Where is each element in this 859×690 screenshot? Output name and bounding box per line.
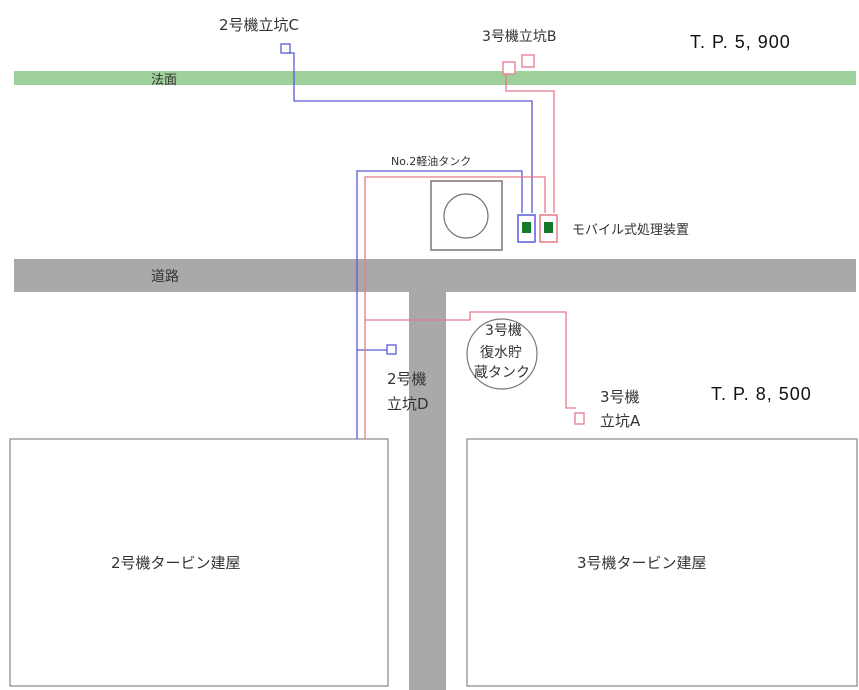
blue-pipe-network bbox=[287, 52, 533, 439]
red-pipe-shaft-b bbox=[505, 69, 555, 213]
shaft-2d-marker bbox=[386, 344, 397, 355]
label-shaft-3a-2: 立坑A bbox=[600, 412, 641, 430]
label-condensate-tank-2: 復水貯 bbox=[480, 344, 522, 361]
label-tp-lower: T. P. 8, 500 bbox=[711, 384, 812, 404]
label-condensate-tank-3: 蔵タンク bbox=[474, 365, 530, 381]
label-shaft-2d-1: 2号機 bbox=[387, 370, 427, 388]
label-shaft-3b: 3号機立坑B bbox=[482, 29, 557, 45]
label-slope: 法面 bbox=[151, 73, 177, 88]
diesel-tank-circle bbox=[443, 193, 489, 239]
label-condensate-tank-1: 3号機 bbox=[485, 323, 522, 339]
red-pipe-network bbox=[364, 69, 576, 439]
shaft-3b-marker-upper bbox=[521, 54, 535, 68]
slope-band bbox=[14, 71, 856, 85]
red-pipe-shaft-a bbox=[365, 311, 576, 409]
mobile-unit-red-core bbox=[544, 222, 553, 233]
label-road: 道路 bbox=[151, 269, 179, 285]
turbine-building-2 bbox=[9, 438, 389, 687]
blue-pipe-shaft-c bbox=[287, 52, 533, 213]
shaft-3b-marker-lower bbox=[502, 61, 516, 75]
label-tp-upper: T. P. 5, 900 bbox=[690, 32, 791, 52]
red-pipe-building-2 bbox=[364, 176, 546, 439]
mobile-unit-blue-core bbox=[522, 222, 531, 233]
label-turbine-building-3: 3号機タービン建屋 bbox=[577, 554, 707, 572]
shaft-3a-marker bbox=[574, 412, 585, 425]
blue-pipe-shaft-d bbox=[356, 170, 523, 439]
label-shaft-3a-1: 3号機 bbox=[600, 388, 640, 406]
label-shaft-2d-2: 立坑D bbox=[387, 395, 429, 413]
label-diesel-tank: No.2軽油タンク bbox=[391, 154, 471, 168]
label-mobile-unit: モバイル式処理装置 bbox=[572, 223, 689, 238]
shaft-2c-marker bbox=[280, 43, 291, 54]
road-vertical bbox=[409, 259, 446, 690]
label-turbine-building-2: 2号機タービン建屋 bbox=[111, 554, 241, 572]
turbine-building-3 bbox=[466, 438, 858, 687]
label-shaft-2c: 2号機立坑C bbox=[219, 16, 299, 34]
condensate-tank-circle bbox=[466, 318, 538, 390]
